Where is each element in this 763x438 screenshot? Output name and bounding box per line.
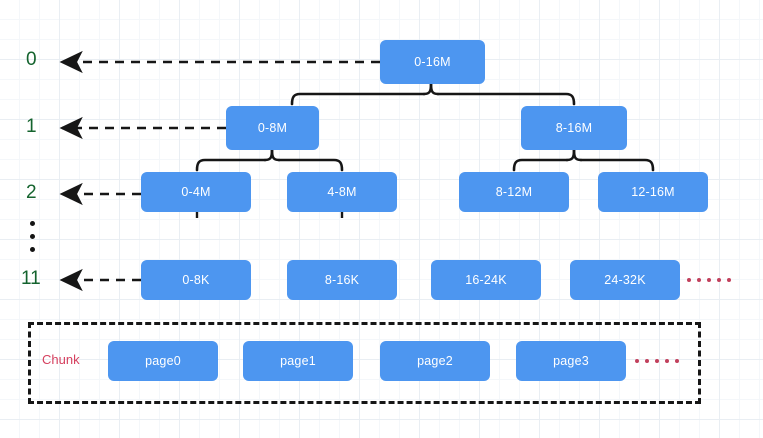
chunk-label: Chunk: [42, 352, 80, 367]
chunk-container: [28, 322, 701, 404]
node-page3[interactable]: page3: [516, 341, 626, 381]
node-0-8K[interactable]: 0-8K: [141, 260, 251, 300]
node-page0[interactable]: page0: [108, 341, 218, 381]
ellipsis-dot: [655, 359, 659, 363]
ellipsis-dot: [30, 221, 35, 226]
ellipsis-dot: [687, 278, 691, 282]
level-label-11: 11: [21, 268, 41, 289]
brace-root-left: [290, 92, 426, 106]
brace-l1-right-stem: [565, 148, 576, 162]
brace-root-right: [436, 92, 576, 106]
brace-root-stem: [422, 82, 433, 96]
level-label-2: 2: [26, 182, 37, 203]
ellipsis-dot: [30, 234, 35, 239]
ellipsis-dot: [707, 278, 711, 282]
node-24-32K[interactable]: 24-32K: [570, 260, 680, 300]
brace-l1-right-stem-r: [572, 148, 583, 162]
level-11-ellipsis: [687, 278, 731, 282]
ellipsis-dot: [717, 278, 721, 282]
chunk-ellipsis: [635, 359, 679, 363]
node-12-16M[interactable]: 12-16M: [598, 172, 708, 212]
brace-l1-left-stem: [263, 148, 274, 162]
brace-l1-left-arm-r: [277, 158, 344, 172]
node-0-4M[interactable]: 0-4M: [141, 172, 251, 212]
vertical-ellipsis: [30, 221, 35, 252]
ellipsis-dot: [697, 278, 701, 282]
node-16-24K[interactable]: 16-24K: [431, 260, 541, 300]
brace-l1-right-arm-l: [512, 158, 569, 172]
ellipsis-dot: [645, 359, 649, 363]
node-8-16M[interactable]: 8-16M: [521, 106, 627, 150]
node-0-16M[interactable]: 0-16M: [380, 40, 485, 84]
brace-l1-left-stem-r: [270, 148, 281, 162]
node-0-8M[interactable]: 0-8M: [226, 106, 319, 150]
ellipsis-dot: [727, 278, 731, 282]
ellipsis-dot: [30, 247, 35, 252]
brace-l1-right-arm-r: [579, 158, 655, 172]
node-page2[interactable]: page2: [380, 341, 490, 381]
node-4-8M[interactable]: 4-8M: [287, 172, 397, 212]
node-page1[interactable]: page1: [243, 341, 353, 381]
level-label-0: 0: [26, 49, 37, 70]
node-8-12M[interactable]: 8-12M: [459, 172, 569, 212]
ellipsis-dot: [665, 359, 669, 363]
brace-l1-left-arm-l: [195, 158, 267, 172]
ellipsis-dot: [635, 359, 639, 363]
node-8-16K[interactable]: 8-16K: [287, 260, 397, 300]
ellipsis-dot: [675, 359, 679, 363]
brace-root-stem-right: [429, 82, 440, 96]
level-label-1: 1: [26, 116, 37, 137]
